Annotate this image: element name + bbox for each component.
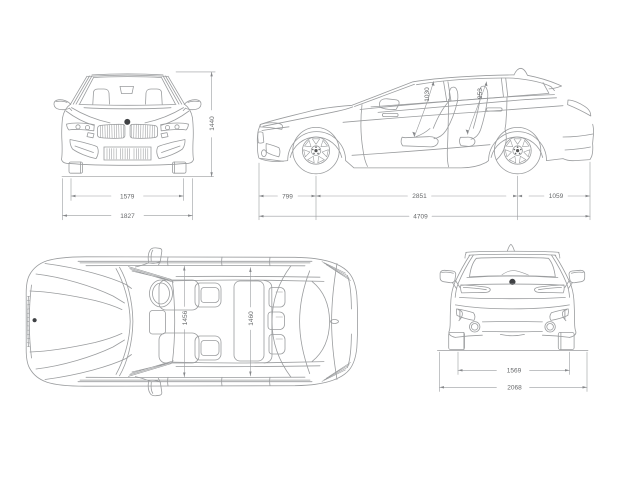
svg-text:1059: 1059 <box>549 193 564 200</box>
svg-text:1440: 1440 <box>209 116 216 131</box>
svg-text:1460: 1460 <box>248 311 255 326</box>
svg-text:1827: 1827 <box>120 213 135 220</box>
svg-text:4709: 4709 <box>413 213 428 220</box>
svg-text:1456: 1456 <box>182 310 189 325</box>
svg-text:1579: 1579 <box>120 193 135 200</box>
svg-text:2068: 2068 <box>507 385 522 392</box>
svg-text:1569: 1569 <box>507 368 522 375</box>
svg-text:2851: 2851 <box>412 193 427 200</box>
svg-text:1030: 1030 <box>424 87 431 102</box>
svg-text:953: 953 <box>477 88 484 99</box>
svg-text:799: 799 <box>282 193 293 200</box>
